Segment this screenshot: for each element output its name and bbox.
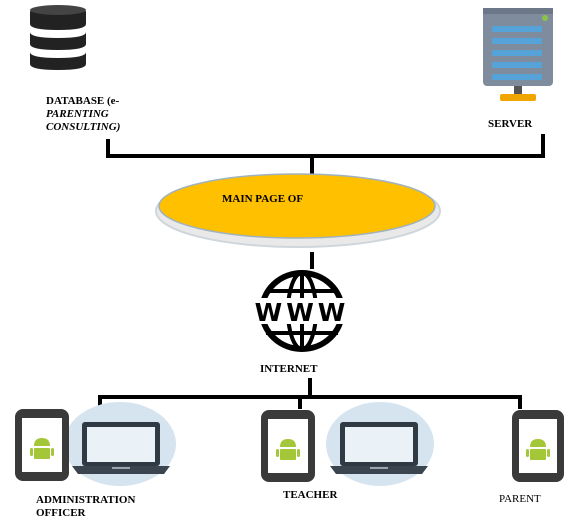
teacher-label: TEACHER bbox=[283, 489, 338, 501]
database-label-line1: DATABASE (e- bbox=[46, 95, 120, 107]
admin-label-line1: ADMINISTRATION bbox=[36, 494, 136, 506]
admin-devices bbox=[15, 402, 176, 486]
svg-text:WWW: WWW bbox=[255, 298, 350, 327]
database-label-line2: PARENTING bbox=[46, 108, 109, 120]
parent-label: PARENT bbox=[499, 493, 541, 505]
teacher-devices bbox=[261, 402, 434, 486]
server-icon bbox=[483, 8, 553, 101]
database-icon bbox=[30, 5, 86, 70]
internet-label: INTERNET bbox=[260, 363, 318, 375]
admin-laptop-icon bbox=[72, 422, 170, 474]
top-connectors bbox=[106, 134, 545, 176]
www-globe-icon: WWW bbox=[243, 269, 361, 353]
teacher-laptop-icon bbox=[330, 422, 428, 474]
teacher-phone-icon bbox=[261, 410, 315, 482]
admin-label: ADMINISTRATION OFFICER bbox=[36, 494, 166, 520]
parent-phone-icon bbox=[512, 410, 564, 482]
admin-phone-icon bbox=[15, 409, 69, 481]
main-page-ellipse bbox=[155, 173, 441, 248]
bottom-connectors bbox=[98, 378, 522, 409]
admin-label-line2: OFFICER bbox=[36, 507, 86, 519]
database-label: DATABASE (e- PARENTING CONSULTING) bbox=[46, 95, 136, 134]
server-label: SERVER bbox=[488, 118, 533, 130]
main-page-label: MAIN PAGE OF bbox=[222, 193, 304, 205]
database-label-line3: CONSULTING) bbox=[46, 121, 121, 133]
